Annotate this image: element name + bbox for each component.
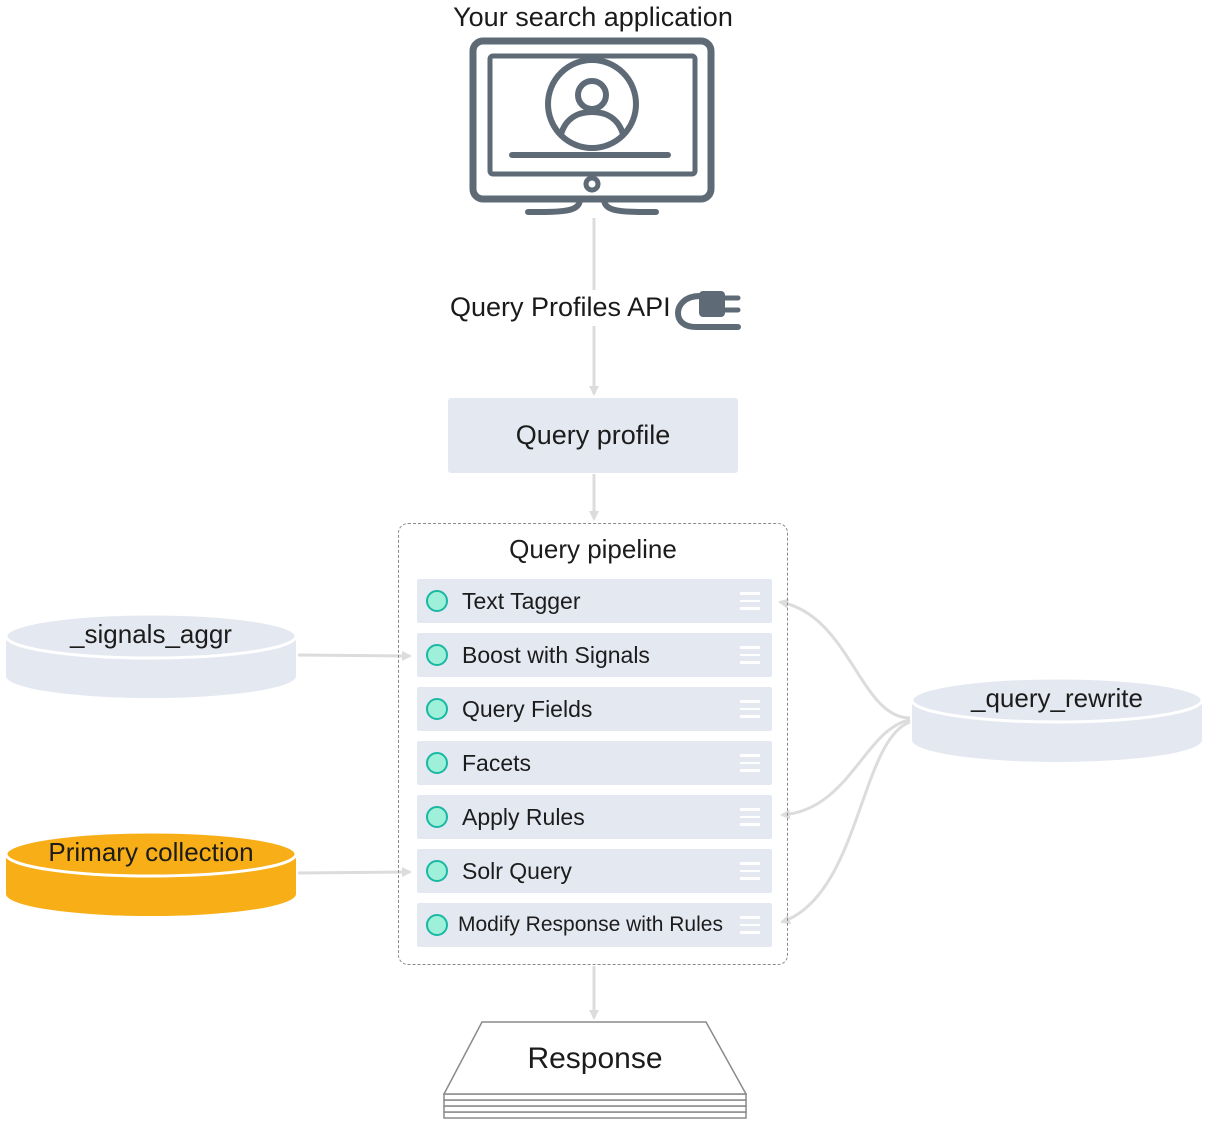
stage-query-fields[interactable]: Query Fields bbox=[417, 687, 772, 731]
response-stack bbox=[442, 1021, 748, 1119]
monitor-user-icon bbox=[469, 37, 715, 215]
stage-facets[interactable]: Facets bbox=[417, 741, 772, 785]
stage-modify-response-with-rules[interactable]: Modify Response with Rules bbox=[417, 903, 772, 947]
drag-handle-icon[interactable] bbox=[740, 916, 760, 934]
drag-handle-icon[interactable] bbox=[740, 808, 760, 826]
pipeline-title: Query pipeline bbox=[509, 534, 677, 564]
query-rewrite-cylinder bbox=[910, 676, 1204, 762]
stage-status-icon bbox=[426, 698, 448, 720]
query-pipeline: Query pipeline Text Tagger Boost with Si… bbox=[398, 523, 788, 965]
stage-label: Solr Query bbox=[462, 857, 572, 884]
stage-status-icon bbox=[426, 590, 448, 612]
rewrite-connectors bbox=[778, 598, 911, 925]
stage-boost-with-signals[interactable]: Boost with Signals bbox=[417, 633, 772, 677]
primary-collection-cylinder bbox=[4, 830, 298, 916]
drag-handle-icon[interactable] bbox=[740, 592, 760, 610]
stage-label: Query Fields bbox=[462, 695, 593, 722]
response-label: Response bbox=[527, 1042, 663, 1075]
stage-label: Text Tagger bbox=[462, 587, 581, 614]
stage-label: Modify Response with Rules bbox=[458, 913, 723, 936]
stage-label: Facets bbox=[462, 749, 532, 776]
stage-status-icon bbox=[426, 860, 448, 882]
query-profile-box: Query profile bbox=[448, 398, 738, 473]
drag-handle-icon[interactable] bbox=[740, 700, 760, 718]
drag-handle-icon[interactable] bbox=[740, 754, 760, 772]
stage-solr-query[interactable]: Solr Query bbox=[417, 849, 772, 893]
signals-aggr-cylinder bbox=[4, 612, 298, 698]
drag-handle-icon[interactable] bbox=[740, 862, 760, 880]
stage-status-icon bbox=[426, 644, 448, 666]
stage-label: Apply Rules bbox=[462, 803, 585, 830]
plug-icon bbox=[674, 291, 741, 330]
stage-apply-rules[interactable]: Apply Rules bbox=[417, 795, 772, 839]
drag-handle-icon[interactable] bbox=[740, 646, 760, 664]
query-rewrite-label: _query_rewrite bbox=[971, 683, 1143, 713]
stage-label: Boost with Signals bbox=[462, 641, 650, 668]
primary-collection-label: Primary collection bbox=[48, 837, 254, 867]
app-title: Your search application bbox=[453, 2, 733, 32]
api-label: Query Profiles API bbox=[450, 292, 671, 322]
stage-status-icon bbox=[426, 806, 448, 828]
stage-status-icon bbox=[426, 752, 448, 774]
stage-text-tagger[interactable]: Text Tagger bbox=[417, 579, 772, 623]
stage-status-icon bbox=[426, 914, 448, 936]
signals-aggr-label: _signals_aggr bbox=[70, 619, 232, 649]
query-profile-label: Query profile bbox=[515, 420, 671, 450]
